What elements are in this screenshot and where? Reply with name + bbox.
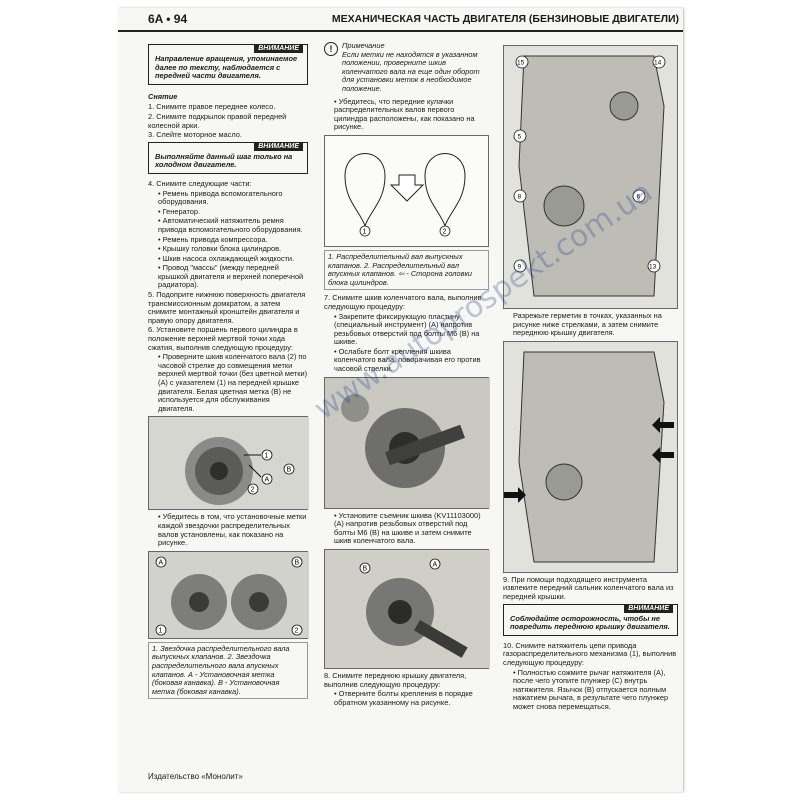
step-4-item: • Ремень привода вспомогательного оборуд… <box>158 188 283 207</box>
warning-box-3: ВНИМАНИЕ Соблюдайте осторожность, чтобы … <box>503 603 678 636</box>
column-2: ! Примечание Если метки не находятся в у… <box>324 41 490 708</box>
label-5: 5 <box>518 134 522 141</box>
section-title: Снятие <box>148 91 178 101</box>
crankshaft-pulley-figure: 1 A 2 B <box>148 416 309 511</box>
label-2: 2 <box>251 487 255 494</box>
step-6-item: • Проверните шкив коленчатого вала (2) п… <box>158 352 308 413</box>
column-3: 15 14 5 8 9 6 13 Разрежьте герметик в то… <box>503 42 678 713</box>
step-3: 3. Слейте моторное масло. <box>148 130 242 140</box>
warning-box-2: ВНИМАНИЕ Выполняйте данный шаг только на… <box>148 141 308 174</box>
step-4-item: • Крышку головки блока цилиндров. <box>158 244 282 254</box>
label-8: 8 <box>518 194 522 201</box>
label-1: 1 <box>265 453 269 460</box>
step-6: 6. Установите поршень первого цилиндра в… <box>148 325 298 352</box>
publisher-footer: Издательство «Монолит» <box>148 772 243 781</box>
manual-page: 6A • 94 МЕХАНИЧЕСКАЯ ЧАСТЬ ДВИГАТЕЛЯ (БЕ… <box>118 8 683 792</box>
step-2: 2. Снимите подкрылок правой передней кол… <box>148 111 287 130</box>
label-B: B <box>363 566 368 573</box>
step-4-item: • Ремень привода компрессора. <box>158 234 268 244</box>
page-number: 6A • 94 <box>148 12 188 26</box>
label-13: 13 <box>649 264 657 271</box>
step-10-item: • Полностью сожмите рычаг натяжителя (А)… <box>513 667 669 711</box>
label-1: 1 <box>159 627 163 634</box>
step-4-item: • Автоматический натяжитель ремня привод… <box>158 216 303 234</box>
camshaft-lobes-figure: 1 2 <box>324 134 489 247</box>
cam-check-item: • Убедитесь, что передние кулачки распре… <box>334 96 475 132</box>
step-7: 7. Снимите шкив коленчатого вала, выполн… <box>324 293 482 311</box>
column-1: ВНИМАНИЕ Направление вращения, упоминаем… <box>148 42 309 703</box>
step-4-item: • Генератор. <box>158 206 201 216</box>
figure-caption: 1. Распределительный вал выпускных клапа… <box>324 249 489 291</box>
camshaft-sprockets-figure: A B 1 2 <box>148 550 309 639</box>
step-8-item: • Отверните болты крепления в порядке об… <box>334 689 473 707</box>
exclamation-icon: ! <box>324 42 338 56</box>
step-4: 4. Снимите следующие части: <box>148 178 252 188</box>
step-8: 8. Снимите переднюю крышку двигателя, вы… <box>324 671 467 689</box>
step-10: 10. Снимите натяжитель цепи привода газо… <box>503 640 677 667</box>
warning-box-1: ВНИМАНИЕ Направление вращения, упоминаем… <box>148 44 308 85</box>
step-7-item: • Закрепите фиксирующую пластину (специа… <box>334 311 480 347</box>
puller-item: • Установите съемник шкива (KV11103000) … <box>334 510 481 546</box>
figure-caption: 1. Звездочка распределительного вала вып… <box>148 641 308 700</box>
label-14: 14 <box>654 60 662 67</box>
front-cover-bolts-figure: 15 14 5 8 9 6 13 <box>503 45 678 309</box>
label-A: A <box>265 477 270 484</box>
step-4-item: • Шкив насоса охлаждающей жидкости. <box>158 253 295 263</box>
warning-text: Соблюдайте осторожность, чтобы не повред… <box>510 613 670 632</box>
label-9: 9 <box>518 264 522 271</box>
warning-label: ВНИМАНИЕ <box>254 44 303 53</box>
label-2: 2 <box>443 228 447 235</box>
warning-label: ВНИМАНИЕ <box>624 603 673 613</box>
warning-text: Направление вращения, упоминаемое далее … <box>155 54 298 81</box>
chapter-title: МЕХАНИЧЕСКАЯ ЧАСТЬ ДВИГАТЕЛЯ (БЕНЗИНОВЫЕ… <box>331 13 679 25</box>
step-5: 5. Подоприте нижнюю поверхность двигател… <box>148 290 306 325</box>
step-6-item-2: • Убедитесь в том, что установочные метк… <box>158 512 307 548</box>
label-A: A <box>159 559 164 566</box>
warning-label: ВНИМАНИЕ <box>254 141 303 151</box>
step-9: 9. При помощи подходящего инструмента из… <box>503 574 674 601</box>
label-B: B <box>295 559 300 566</box>
pulley-puller-figure: B A <box>324 549 490 670</box>
step-1: 1. Снимите правое переднее колесо. <box>148 102 276 112</box>
label-1: 1 <box>363 228 367 235</box>
pulley-holder-figure <box>324 376 490 509</box>
label-B: B <box>287 467 292 474</box>
page-header: 6A • 94 МЕХАНИЧЕСКАЯ ЧАСТЬ ДВИГАТЕЛЯ (БЕ… <box>118 8 683 32</box>
sealant-points-figure <box>503 340 678 573</box>
label-6: 6 <box>637 194 641 201</box>
warning-text: Выполняйте данный шаг только на холодном… <box>155 151 293 170</box>
step-4-item: • Провод "массы" (между передней крышкой… <box>158 263 304 290</box>
label-A: A <box>433 562 438 569</box>
label-2: 2 <box>295 627 299 634</box>
note-box: ! Примечание Если метки не находятся в у… <box>324 41 489 98</box>
note-title: Примечание <box>342 41 385 50</box>
note-text: Если метки не находятся в указанном поло… <box>342 49 480 93</box>
cut-sealant-text: Разрежьте герметик в точках, указанных н… <box>513 311 662 338</box>
step-7-item: • Ослабьте болт крепления шкива коленчат… <box>334 346 481 374</box>
label-15: 15 <box>517 60 525 67</box>
